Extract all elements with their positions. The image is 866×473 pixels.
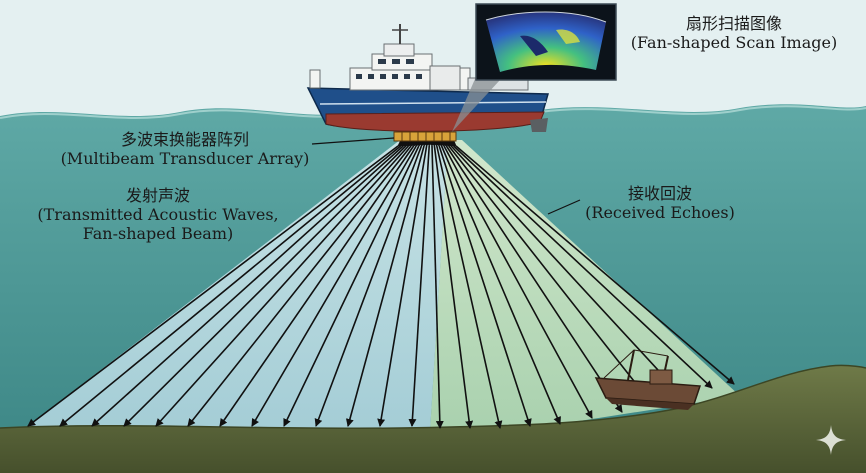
echo-arrows <box>427 137 735 429</box>
echo-arrow <box>448 138 735 385</box>
echo-label-cn: 接收回波 <box>627 184 692 203</box>
transmit-arrows <box>27 137 434 427</box>
transducer-label-cn: 多波束换能器阵列 <box>120 130 249 149</box>
transmit-label-en-1: (Transmitted Acoustic Waves, <box>37 205 279 225</box>
transducer-leader <box>311 137 395 145</box>
fan-scan-label-en: (Fan-shaped Scan Image) <box>630 33 838 53</box>
fan-scan-label: 扇形扫描图像 (Fan-shaped Scan Image) <box>618 14 850 52</box>
echo-leader <box>547 199 581 215</box>
transmit-label: 发射声波 (Transmitted Acoustic Waves, Fan-sh… <box>18 186 298 244</box>
transmit-arrow <box>408 138 434 427</box>
transducer-label: 多波束换能器阵列 (Multibeam Transducer Array) <box>50 130 320 168</box>
transducer-label-en: (Multibeam Transducer Array) <box>60 149 310 169</box>
transmit-label-cn: 发射声波 <box>125 186 190 205</box>
seafloor <box>0 365 866 473</box>
scan-callout <box>452 72 500 132</box>
fan-scan-image <box>475 3 617 81</box>
transmit-label-en-2: Fan-shaped Beam) <box>82 224 234 244</box>
research-vessel-icon <box>306 24 549 132</box>
shipwreck-icon <box>594 349 702 410</box>
fan-scan-label-cn: 扇形扫描图像 <box>685 14 782 33</box>
echo-label-en: (Received Echoes) <box>585 203 735 223</box>
echo-label: 接收回波 (Received Echoes) <box>570 184 750 222</box>
sparkle-icon <box>816 425 846 455</box>
transducer-array <box>393 131 457 142</box>
